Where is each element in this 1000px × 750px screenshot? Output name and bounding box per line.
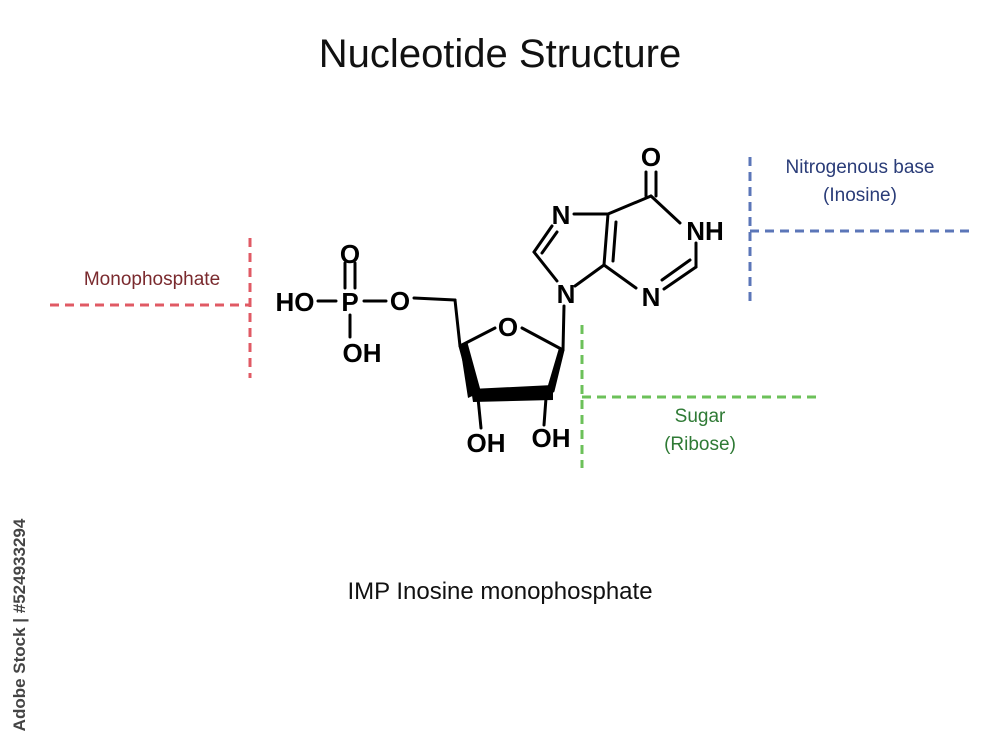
molecule-caption: IMP Inosine monophosphate — [347, 578, 653, 605]
nitrogenous-base-label-line2: (Inosine) — [823, 185, 897, 206]
nitrogenous-base-label: Nitrogenous base (Inosine) — [750, 154, 970, 210]
phosphorus-atom: P — [341, 287, 358, 317]
phosphate-oxygen-top: O — [340, 239, 360, 269]
stock-watermark-text: Adobe Stock | #524933294 — [10, 518, 29, 732]
monophosphate-bracket — [50, 238, 252, 378]
phosphate-hydroxyl-bottom: OH — [343, 338, 382, 368]
phosphate-hydroxyl-left: HO — [276, 287, 315, 317]
stock-watermark: Adobe Stock | #524933294 — [8, 510, 32, 740]
monophosphate-label-text: Monophosphate — [83, 269, 221, 290]
carbonyl-oxygen: O — [641, 142, 661, 172]
n9-nitrogen: N — [557, 279, 576, 309]
page-title: Nucleotide Structure — [318, 32, 682, 76]
sugar-bracket — [580, 325, 822, 468]
monophosphate-label: Monophosphate — [60, 266, 244, 294]
ribose-wedges — [460, 341, 563, 402]
n7-nitrogen: N — [552, 200, 571, 230]
nitrogenous-base-label-line1: Nitrogenous base — [785, 157, 935, 178]
sugar-label-line2: (Ribose) — [664, 434, 736, 455]
nitrogenous-base-bracket — [748, 157, 975, 302]
bridging-oxygen: O — [390, 286, 410, 316]
sugar-label-line1: Sugar — [674, 406, 726, 427]
ribose-2-hydroxyl: OH — [532, 423, 571, 453]
n1-nitrogen-hydrogen: NH — [686, 216, 724, 246]
ribose-3-hydroxyl: OH — [467, 428, 506, 458]
n3-nitrogen: N — [642, 282, 661, 312]
ribose-ring-oxygen: O — [498, 312, 518, 342]
sugar-label: Sugar (Ribose) — [630, 403, 770, 459]
